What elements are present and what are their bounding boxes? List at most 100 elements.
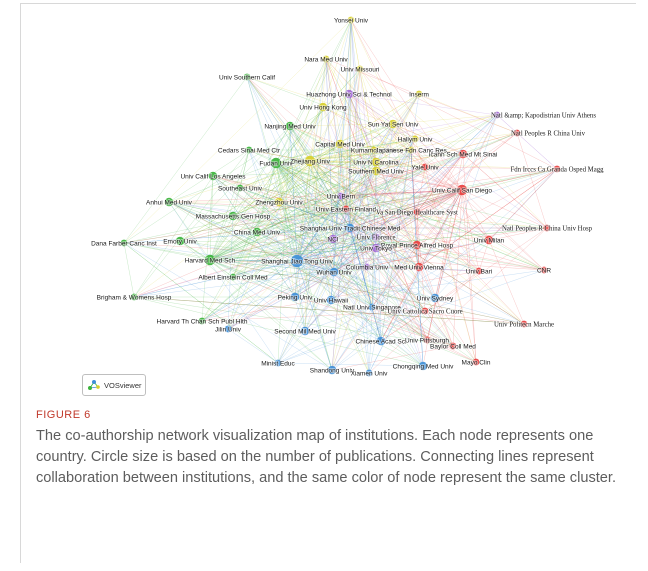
institution-label: Univ Milan [474,237,505,244]
collaboration-edge [275,162,370,374]
collaboration-edge [349,227,373,308]
collaboration-edge [296,260,335,273]
collaboration-edge [201,170,377,322]
collaboration-edge [294,227,351,298]
collaboration-edge [304,266,368,332]
collaboration-edge [201,114,498,322]
collaboration-edge [123,19,352,244]
collaboration-edge [332,208,347,240]
collaboration-edge [371,244,418,308]
institution-label: Southeast Univ [218,185,263,192]
collaboration-edge [309,160,436,299]
institution-label: Natl Peoples R China Univ [511,130,586,137]
collaboration-edge [296,143,341,262]
collaboration-edge [434,189,463,299]
institution-label: Univ Bari [466,268,492,275]
collaboration-edge [345,19,352,210]
collaboration-edge [232,215,424,367]
collaboration-edge [275,162,298,262]
institution-label: Natl &amp; Kapodistrian Univ Athens [491,112,596,119]
institution-label: Univ Cattolica Sacro Cuore [387,308,462,315]
institution-label: Xiamen Univ [351,370,389,377]
vosviewer-logo-text: VOSviewer [104,380,142,390]
collaboration-edge [232,143,341,217]
collaboration-edge [248,149,335,273]
collaboration-edge [410,149,424,367]
institution-node [407,146,415,154]
collaboration-edge [168,201,298,262]
collaboration-edge [275,162,335,273]
collaboration-edge [232,149,375,278]
institution-node [229,273,237,281]
collaboration-edge [232,271,335,278]
collaboration-edge [278,106,324,203]
collaboration-edge [239,187,426,312]
collaboration-edge [275,162,525,325]
collaboration-edge [333,271,454,347]
collaboration-edge [232,215,545,271]
collaboration-edge [209,123,394,261]
collaboration-edge [359,68,463,191]
collaboration-edge [309,138,416,162]
collaboration-edge [416,168,558,246]
collaboration-edge [232,215,335,273]
institution-node [345,223,355,233]
collaboration-edge [296,161,377,262]
institution-node [475,267,483,275]
institution-node [175,236,185,246]
collaboration-edge [333,143,341,273]
collaboration-edge [296,153,464,262]
collaboration-edge [349,227,382,342]
collaboration-edge [333,271,373,308]
collaboration-edge [309,160,334,240]
collaboration-edge [375,132,518,249]
collaboration-edge [277,195,342,364]
collaboration-edge [496,114,558,170]
collaboration-edge [201,310,426,322]
collaboration-edge [212,175,347,210]
collaboration-edge [201,106,324,322]
institution-label: Second Mil Med Univ [274,328,336,335]
collaboration-edge [239,160,311,189]
collaboration-edge [296,123,394,262]
collaboration-edge [239,187,335,273]
collaboration-edge [309,160,418,213]
collaboration-edge [309,93,420,162]
institution-node [344,89,354,99]
collaboration-edge [246,76,416,140]
collaboration-edge [246,76,311,162]
collaboration-edge [256,231,428,341]
collaboration-edge [345,208,377,249]
institution-label: Univ N Carolina [353,159,399,166]
collaboration-edge [275,162,351,229]
collaboration-edge [296,238,334,262]
institution-node [449,342,457,350]
collaboration-edge [232,114,498,278]
collaboration-edge [294,166,426,298]
collaboration-edge [275,162,490,241]
collaboration-edge [294,160,311,298]
institution-label: Nanjing Med Univ [264,123,316,130]
collaboration-edge [133,296,454,347]
institution-node [372,233,380,241]
collaboration-edge [331,266,368,371]
institution-node [300,326,310,336]
collaboration-edge [278,201,351,229]
institution-label: Dana Farber Canc Inst [91,240,157,247]
collaboration-edge [209,259,424,367]
collaboration-edge [209,259,298,262]
collaboration-edge [227,106,324,330]
collaboration-edge [123,227,351,244]
collaboration-edge [209,238,334,261]
collaboration-edge [232,149,250,217]
collaboration-edge [256,231,545,271]
collaboration-edge [239,187,428,341]
edge-layer [123,19,558,374]
collaboration-edge [332,227,548,240]
institution-label: Shanghai Univ Tradit Chinese Med [300,225,401,232]
institution-label: Univ Pittsburgh [405,337,449,344]
institution-label: Sun Yat Sen Univ [368,121,419,128]
collaboration-edge [309,160,426,312]
institution-node [472,358,480,366]
